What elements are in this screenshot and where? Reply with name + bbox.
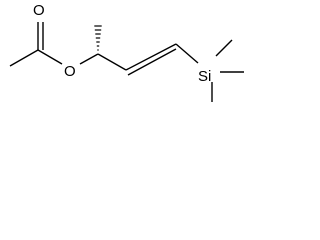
- molecule-structure: O O Si: [9, 2, 244, 102]
- bond-alkene-double-2: [127, 48, 177, 76]
- bond-alkene-double-1: [125, 43, 177, 71]
- bond-ester-oxygen-stereocenter: [79, 53, 99, 65]
- bond-silicon-methyl-top: [215, 39, 233, 57]
- atom-ester-oxygen: O: [64, 63, 76, 80]
- bond-ch3-carbonyl: [9, 49, 39, 67]
- atom-silicon: Si: [198, 68, 211, 85]
- atom-carbonyl-oxygen: O: [33, 2, 45, 19]
- bond-alkene-silicon: [175, 43, 199, 64]
- bond-carbonyl-ester-oxygen: [37, 49, 63, 65]
- hashed-wedge-methyl: [94, 25, 102, 51]
- bond-stereocenter-alkene: [97, 53, 127, 71]
- structure-canvas: O O Si: [0, 0, 248, 106]
